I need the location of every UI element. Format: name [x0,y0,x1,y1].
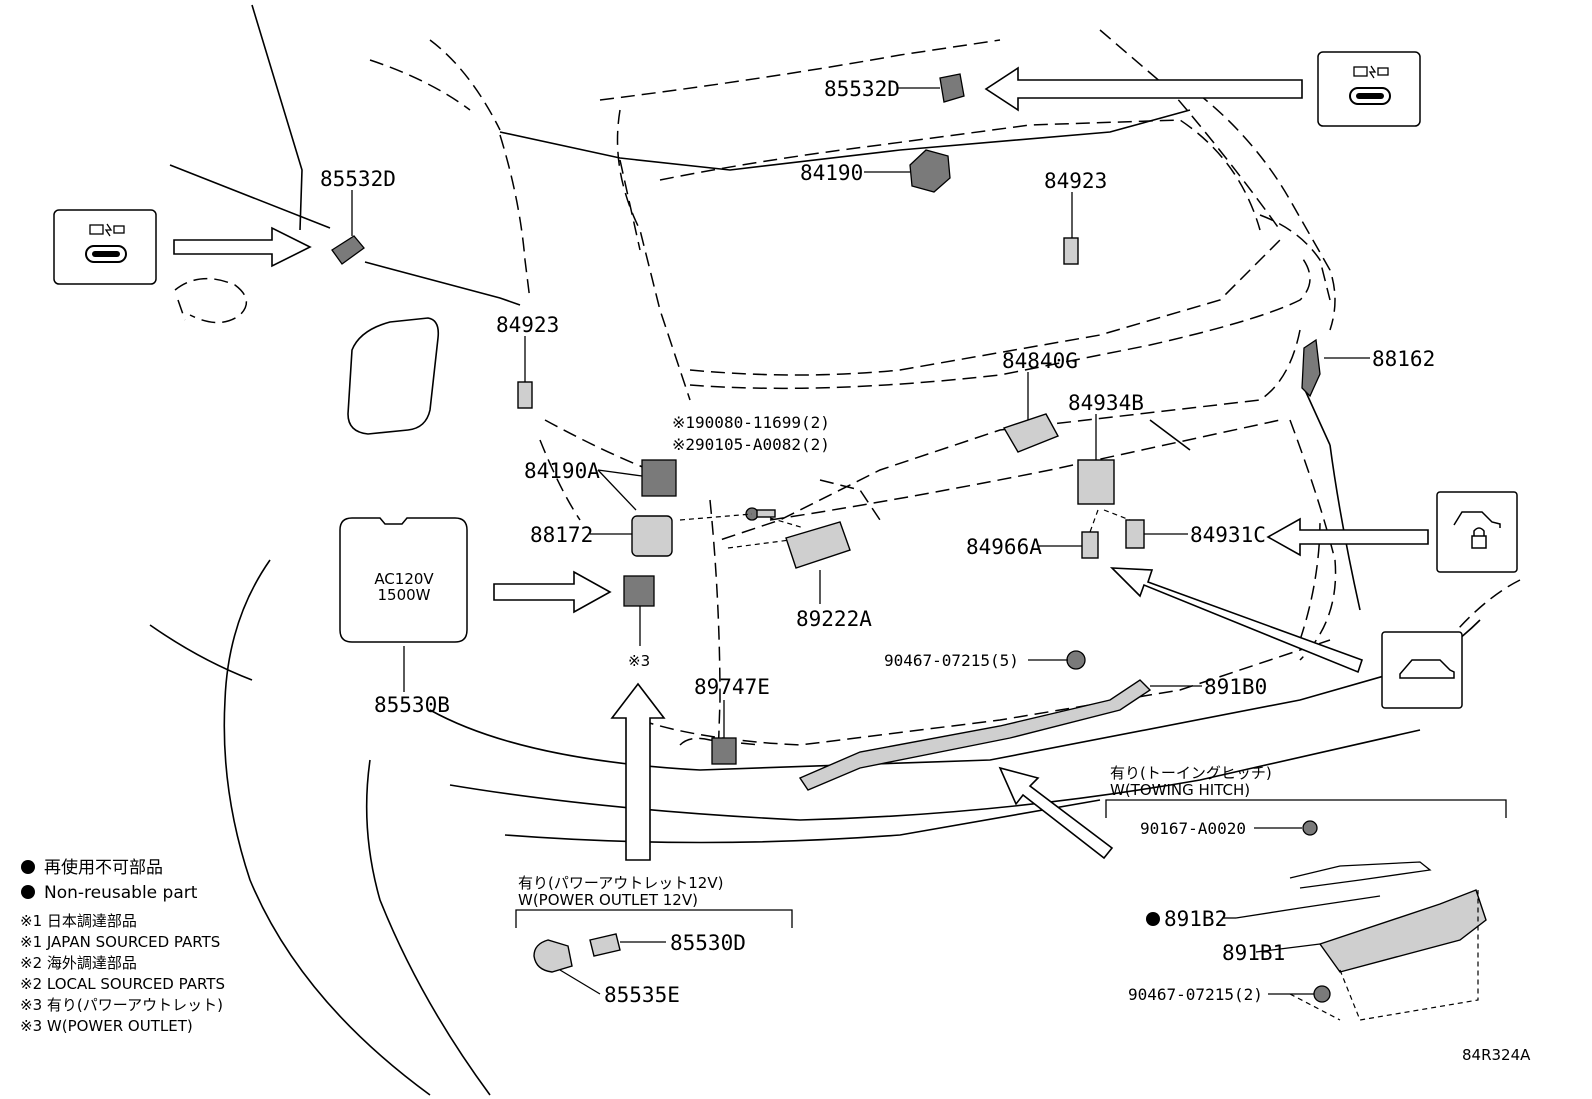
arrow-to-outlet [493,570,612,614]
label-84934b: 84934B [1068,391,1144,415]
label-85532d-left: 85532D [320,167,396,191]
arrow-up-power-outlet [610,682,666,861]
clip-90467-b [1313,985,1331,1003]
legend-nonreusable-en: Non-reusable part [44,883,198,903]
arrows [173,66,1429,861]
label-84966a: 84966A [966,535,1042,559]
switch-84931c [1125,519,1145,549]
towing-caption-jp: 有り(トーイングヒッチ) [1110,764,1272,782]
switch-84934b [1077,459,1115,505]
label-891b1: 891B1 [1222,941,1285,965]
leader-lines [351,87,1479,1021]
label-85530b: 85530B [374,693,450,717]
switch-84966a [1081,531,1099,559]
outlet-rating-watts: 1500W [377,586,430,604]
usb-c-charge-icon [53,209,157,285]
towing-caption-en: W(TOWING HITCH) [1110,781,1250,799]
legend-bullet-2 [21,885,35,899]
arrow-to-85532d-left [173,226,312,268]
label-85532d-top: 85532D [824,77,900,101]
legend: 再使用不可部品 Non-reusable part ※1 日本調達部品 ※1 J… [20,857,225,1035]
cable-891b2 [1235,895,1381,919]
label-290105: ※290105-A0082(2) [672,435,830,454]
label-84190: 84190 [800,161,863,185]
harness-891b1 [1289,861,1432,889]
label-85530d: 85530D [670,931,746,955]
sensor-88172 [631,515,673,557]
label-89747e: 89747E [694,675,770,699]
label-89222a: 89222A [796,607,872,631]
switch-84923-left [517,381,533,409]
handle-88162 [1301,338,1321,398]
label-mark3: ※3 [628,652,650,670]
switch-84190 [909,149,951,193]
legend-note1-jp: ※1 日本調達部品 [20,912,137,930]
switch-84923-right [1063,237,1079,265]
label-190080: ※190080-11699(2) [672,413,830,432]
label-84190a: 84190A [524,459,600,483]
group-captions: 有り(トーイングヒッチ) W(TOWING HITCH) 有り(パワーアウトレッ… [518,764,1272,909]
label-90167: 90167-A0020 [1140,819,1246,838]
cap-85535e [533,939,573,973]
label-84923-right: 84923 [1044,169,1107,193]
clip-90467-a [1066,650,1086,670]
bracket-891b1 [1318,889,1487,973]
group-brackets [515,799,1507,928]
legend-nonreusable-jp: 再使用不可部品 [44,857,163,878]
label-90467-a: 90467-07215(5) [884,651,1019,670]
usb-port-85532d-top [939,73,965,103]
parts [331,73,1487,1003]
garnish-891b0 [798,679,1152,791]
label-90467-b: 90467-07215(2) [1128,985,1263,1004]
arrow-to-85532d-top [984,66,1303,112]
label-891b0: 891B0 [1204,675,1267,699]
arrow-to-84966a [1109,567,1364,674]
label-85535e: 85535E [604,983,680,1007]
arrow-to-891b0 [998,766,1114,860]
socket-85530d [589,933,621,957]
switch-84840g [1002,413,1059,453]
bolt-90167 [1302,820,1318,836]
vehicle-rear-icon [1381,631,1463,709]
label-84931c: 84931C [1190,523,1266,547]
legend-note3-en: ※3 W(POWER OUTLET) [20,1017,193,1035]
sensor-89747e [711,737,737,765]
label-88162: 88162 [1372,347,1435,371]
legend-note1-en: ※1 JAPAN SOURCED PARTS [20,933,220,951]
label-88172: 88172 [530,523,593,547]
label-891b2: 891B2 [1164,907,1227,931]
arrow-to-84931c [1266,517,1429,557]
legend-bullet-1 [21,860,35,874]
legend-note2-jp: ※2 海外調達部品 [20,954,137,972]
power-caption-en: W(POWER OUTLET 12V) [518,891,698,909]
vehicle-lock-icon [1436,491,1518,573]
outlet-panel-text: AC120V 1500W [374,570,434,604]
usb-port-85532d-left [331,235,365,265]
ac-outlet-panel [339,517,468,643]
usb-c-charge-icon [1317,51,1421,127]
nonreusable-marker-891b2 [1146,912,1160,926]
label-84923-left: 84923 [496,313,559,337]
label-84840g: 84840G [1002,349,1078,373]
switch-84190a [641,459,677,497]
outlet-socket [623,575,655,607]
module-89222a [785,521,851,569]
outlet-rating-voltage: AC120V [374,570,434,588]
legend-note2-en: ※2 LOCAL SOURCED PARTS [20,975,225,993]
diagram-id: 84R324A [1462,1046,1531,1064]
legend-note3-jp: ※3 有り(パワーアウトレット) [20,996,223,1014]
power-caption-jp: 有り(パワーアウトレット12V) [518,874,723,892]
part-labels: 85532D 84190 84923 85532D 84923 84840G 8… [320,77,1435,1007]
